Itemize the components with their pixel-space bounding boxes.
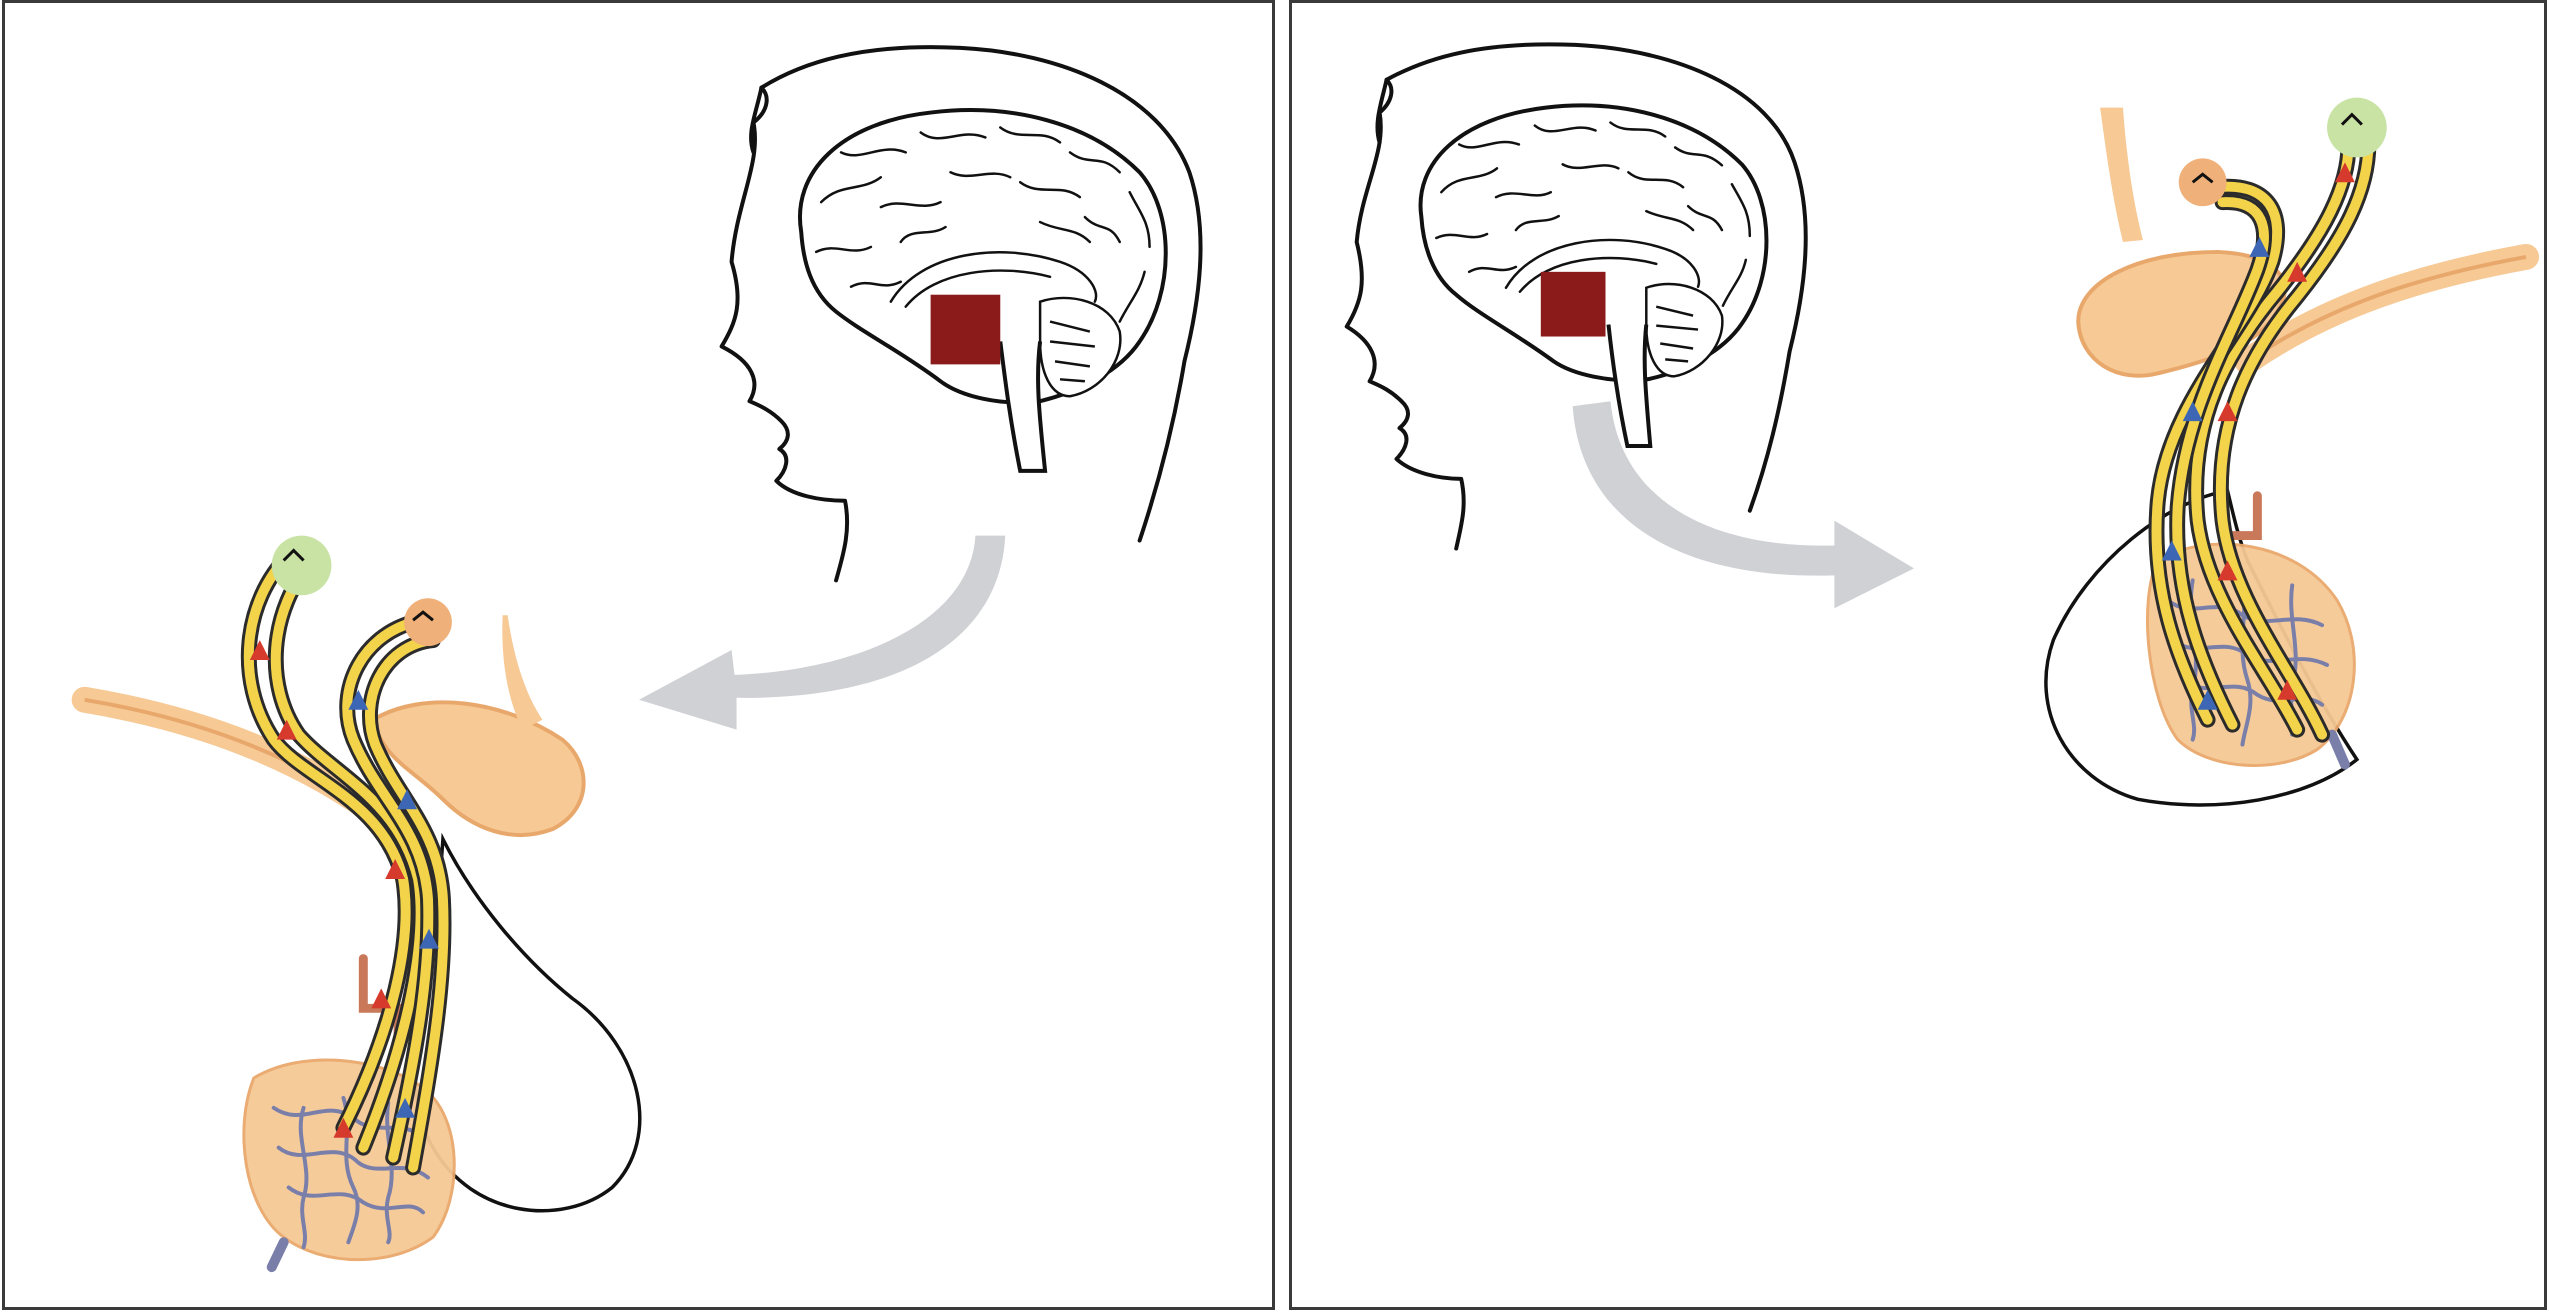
highlight-square xyxy=(931,295,1001,365)
brain-illustration xyxy=(800,110,1166,471)
nucleus-green xyxy=(272,536,332,596)
panel-right xyxy=(1289,0,2547,1310)
panel-right-illustration xyxy=(1292,3,2544,1307)
flow-arrow xyxy=(639,536,1005,730)
panel-left-illustration xyxy=(5,3,1272,1307)
gland-illustration xyxy=(85,536,640,1268)
highlight-square xyxy=(1541,272,1606,337)
nucleus-green xyxy=(2327,98,2387,158)
nucleus-orange xyxy=(404,598,452,646)
panel-left xyxy=(2,0,1275,1310)
nucleus-orange xyxy=(2179,158,2227,206)
gland-illustration xyxy=(2046,98,2526,805)
